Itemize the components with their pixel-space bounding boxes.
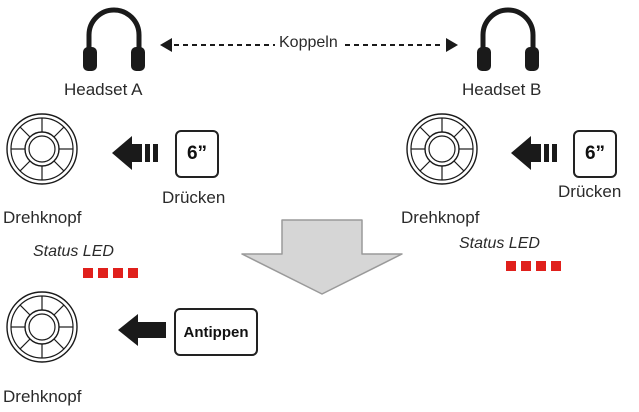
led-segment <box>521 261 531 271</box>
right-knob-icon <box>406 113 478 185</box>
led-segment <box>113 268 123 278</box>
led-segment <box>83 268 93 278</box>
headset-b-icon <box>473 5 543 75</box>
tap-key: Antippen <box>174 308 258 356</box>
headset-b-label: Headset B <box>462 80 542 99</box>
right-knob-label: Drehknopf <box>401 208 480 227</box>
right-status-led <box>506 261 561 271</box>
left-knob-label: Drehknopf <box>3 208 82 227</box>
headset-a-icon <box>79 5 149 75</box>
right-press-label: Drücken <box>558 182 622 201</box>
bottom-knob-label: Drehknopf <box>3 387 82 406</box>
led-segment <box>551 261 561 271</box>
pairing-label: Koppeln <box>275 34 342 52</box>
left-status-led <box>83 268 138 278</box>
tap-arrow-icon <box>118 314 166 346</box>
left-status-led-label: Status LED <box>33 243 114 260</box>
left-hold-key: 6” <box>175 130 219 178</box>
left-press-label: Drücken <box>162 188 226 207</box>
bottom-knob-icon <box>6 291 78 363</box>
right-hold-key: 6” <box>573 130 617 178</box>
led-segment <box>128 268 138 278</box>
next-step-arrow-icon <box>241 219 403 295</box>
led-segment <box>98 268 108 278</box>
led-segment <box>506 261 516 271</box>
led-segment <box>536 261 546 271</box>
right-press-arrow-icon <box>511 136 557 170</box>
headset-a-label: Headset A <box>64 80 143 99</box>
left-knob-icon <box>6 113 78 185</box>
left-press-arrow-icon <box>112 136 158 170</box>
right-status-led-label: Status LED <box>459 235 540 252</box>
